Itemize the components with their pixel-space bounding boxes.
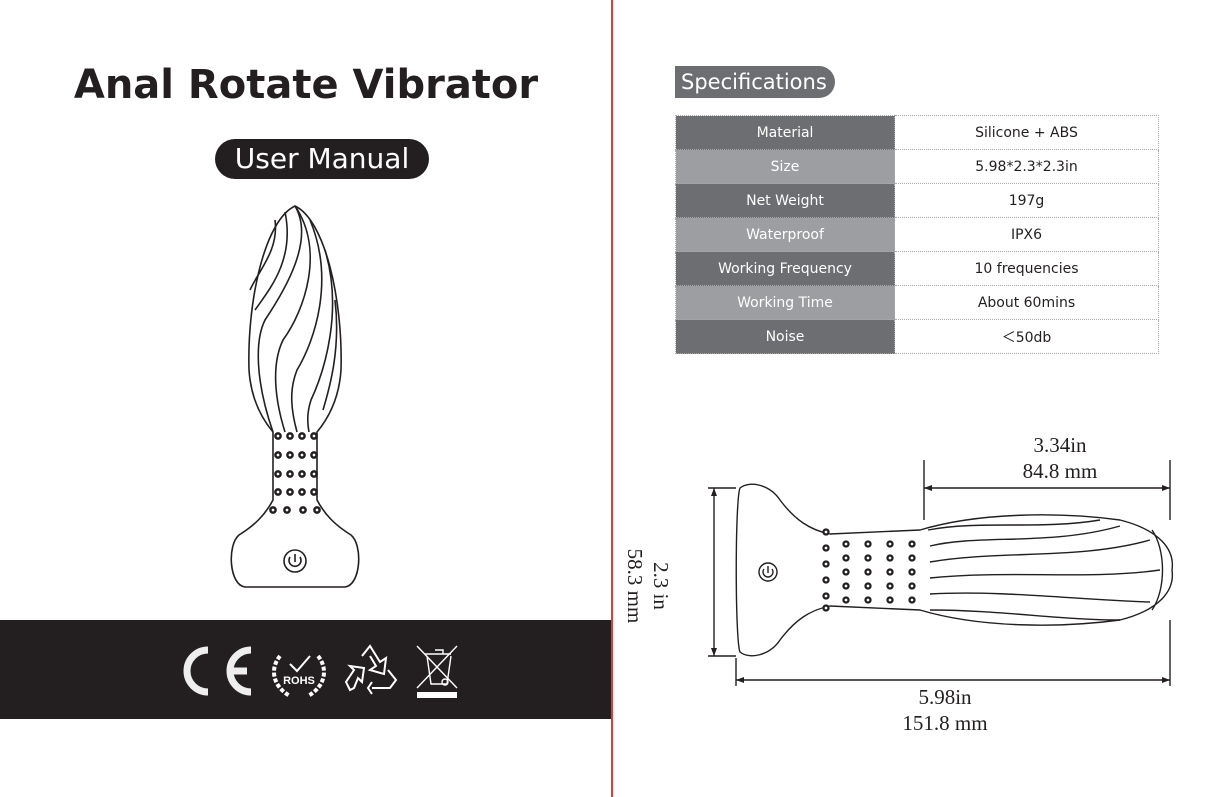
rohs-icon: ROHS (272, 654, 326, 698)
specifications-heading: Specifications (675, 66, 835, 98)
spec-value: About 60mins (894, 285, 1159, 320)
spec-label: Net Weight (675, 183, 895, 218)
spec-label: Waterproof (675, 217, 895, 252)
recycle-icon (344, 644, 398, 695)
svg-text:ROHS: ROHS (283, 675, 315, 687)
certification-bar: ROHS (0, 620, 612, 719)
spec-label: Size (675, 149, 895, 184)
head-length-label: 3.34in 84.8 mm (990, 432, 1130, 484)
height-in: 2.3 in (649, 562, 673, 610)
spec-label: Noise (675, 319, 895, 354)
spec-value: 10 frequencies (894, 251, 1159, 286)
weee-bin-icon (416, 645, 458, 698)
spec-value: ＜50db (894, 319, 1159, 354)
user-manual-badge: User Manual (215, 139, 429, 179)
height-mm: 58.3 mm (623, 548, 647, 624)
product-vertical-illustration (230, 205, 360, 588)
total-length-label: 5.98in 151.8 mm (875, 684, 1015, 736)
total-length-in: 5.98in (918, 685, 972, 709)
spec-value: 5.98*2.3*2.3in (894, 149, 1159, 184)
head-length-mm: 84.8 mm (1022, 459, 1098, 483)
height-label: 2.3 in 58.3 mm (622, 516, 674, 656)
spec-label: Working Time (675, 285, 895, 320)
page-divider (611, 0, 613, 797)
spec-label: Working Frequency (675, 251, 895, 286)
spec-value: 197g (894, 183, 1159, 218)
ce-mark-icon (183, 646, 252, 696)
product-dimension-drawing (708, 460, 1174, 686)
head-length-in: 3.34in (1033, 433, 1087, 457)
total-length-mm: 151.8 mm (902, 711, 988, 735)
spec-label: Material (675, 115, 895, 150)
spec-value: Silicone + ABS (894, 115, 1159, 150)
table-row: Noise＜50db (675, 319, 1159, 354)
spec-value: IPX6 (894, 217, 1159, 252)
product-title: Anal Rotate Vibrator (73, 62, 539, 108)
